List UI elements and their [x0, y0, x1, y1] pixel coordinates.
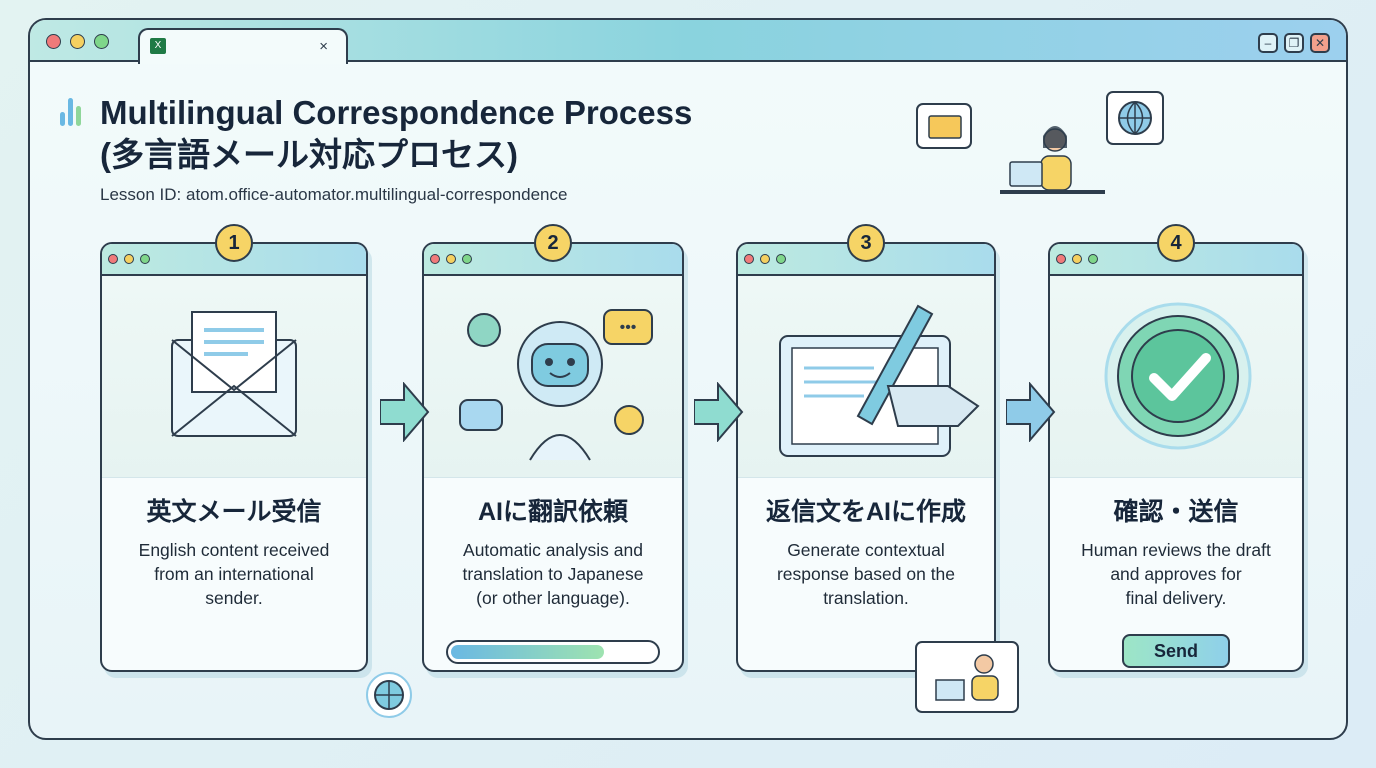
person-laptop-illustration: [915, 641, 1019, 713]
step-title: 確認・送信: [1113, 498, 1239, 526]
minimize-button[interactable]: –: [1258, 33, 1278, 53]
tab-close-icon[interactable]: ×: [319, 38, 328, 55]
page-title: Multilingual Correspondence Process (多言語…: [100, 92, 692, 176]
checkmark-icon: [1104, 302, 1252, 450]
app-window: X × – ❐ ✕ Multilingual Correspondence Pr…: [28, 18, 1348, 740]
globe-icon: [1106, 91, 1164, 145]
maximize-button[interactable]: ❐: [1284, 33, 1304, 53]
progress-fill: [451, 645, 604, 659]
title-english: Multilingual Correspondence Process: [100, 94, 693, 131]
close-button[interactable]: ✕: [1310, 33, 1330, 53]
step-number-badge: 3: [847, 224, 885, 262]
step-title: 英文メール受信: [146, 498, 322, 526]
arrow-right-icon: [1006, 382, 1056, 442]
maximize-dot[interactable]: [94, 34, 109, 49]
send-button[interactable]: Send: [1122, 634, 1230, 668]
arrow-right-icon: [694, 382, 744, 442]
chart-bars-icon: [60, 98, 84, 126]
robot-hand-pen-icon: [779, 304, 980, 457]
translation-progress-bar: [446, 640, 660, 664]
envelope-icon: [171, 311, 297, 437]
svg-text:•••: •••: [620, 319, 637, 336]
step-number-badge: 2: [534, 224, 572, 262]
person-laptop-illustration: [916, 103, 1105, 194]
browser-tab[interactable]: X ×: [138, 28, 348, 64]
excel-icon: X: [150, 38, 166, 54]
lesson-id: Lesson ID: atom.office-automator.multili…: [100, 185, 568, 204]
robot-icon: •••: [459, 309, 653, 461]
title-bar: X × – ❐ ✕: [30, 20, 1346, 64]
step-title: AIに翻訳依頼: [477, 498, 628, 526]
step-number-badge: 4: [1157, 224, 1195, 262]
globe-icon: [366, 672, 412, 718]
step-title: 返信文をAIに作成: [765, 498, 966, 526]
minimize-dot[interactable]: [70, 34, 85, 49]
close-dot[interactable]: [46, 34, 61, 49]
step-number-badge: 1: [215, 224, 253, 262]
arrow-right-icon: [380, 382, 430, 442]
title-japanese: (多言語メール対応プロセス): [100, 136, 518, 173]
